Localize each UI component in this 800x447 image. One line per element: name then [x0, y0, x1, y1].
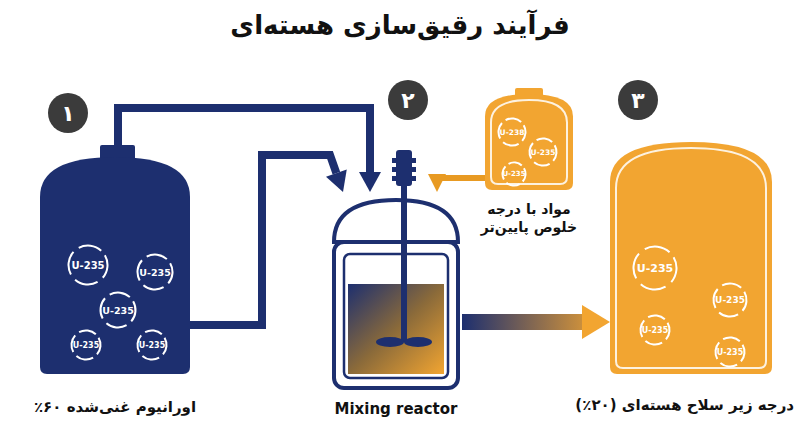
dashed-ring — [61, 238, 114, 291]
arrow-head — [326, 169, 347, 192]
dashed-ring — [66, 325, 106, 365]
mixing-reactor: Mixing reactor — [330, 192, 462, 392]
dashed-ring — [525, 134, 562, 171]
diagram-title: فرآیند رقیق‌سازی هسته‌ای — [0, 10, 800, 40]
dashed-ring — [494, 114, 531, 151]
connector-line — [190, 155, 336, 325]
isotope-label: U-235 — [501, 161, 527, 187]
isotope-label: U-235 — [714, 336, 746, 368]
feed-tank: مواد با درجه خلوص پایین‌ترU-238U-235U-23… — [485, 88, 573, 190]
arrow-head — [582, 305, 610, 339]
impeller-blade — [376, 337, 404, 347]
tank-body — [40, 157, 190, 374]
isotope-icon: U-235 — [136, 329, 168, 361]
isotope-label: U-235 — [528, 137, 558, 167]
reactor-lid — [334, 200, 458, 242]
callout-number: ۱ — [48, 93, 88, 133]
isotope-icon: U-238 — [497, 117, 527, 147]
reactor-outline — [330, 192, 462, 392]
isotope-label: U-235 — [70, 329, 102, 361]
dashed-ring — [132, 325, 172, 365]
impeller-blade — [404, 337, 432, 347]
isotope-label: U-235 — [136, 329, 168, 361]
isotope-icon: U-235 — [639, 314, 671, 346]
dashed-ring — [707, 277, 752, 322]
flow-connector — [190, 155, 347, 325]
motor-fin — [392, 158, 416, 163]
dashed-ring — [131, 248, 179, 296]
motor-fin — [392, 167, 416, 172]
arrow-head — [359, 172, 381, 192]
tank-outline — [40, 145, 190, 374]
tank-body — [485, 94, 573, 190]
isotope-label: U-235 — [136, 253, 174, 291]
dashed-ring — [498, 158, 529, 189]
storage-tank: اورانیوم غنی‌شده ۶۰٪U-235U-235U-235U-235… — [40, 145, 190, 374]
isotope-icon: U-235 — [714, 336, 746, 368]
tank-outline — [485, 88, 573, 190]
isotope-icon: U-235 — [70, 329, 102, 361]
isotope-label: U-235 — [639, 314, 671, 346]
connector-line — [462, 314, 582, 330]
isotope-icon: U-235 — [67, 244, 109, 286]
motor-fin — [392, 176, 416, 181]
tank-body — [610, 142, 772, 374]
dashed-ring — [626, 239, 685, 298]
isotope-label: U-235 — [712, 282, 748, 318]
isotope-icon: U-235 — [99, 291, 137, 329]
reactor-inner-wall — [344, 254, 448, 378]
isotope-icon: U-235 — [712, 282, 748, 318]
isotope-label: U-235 — [99, 291, 137, 329]
mixer-motor — [392, 150, 416, 196]
arrow-head — [428, 174, 446, 192]
isotope-icon: U-235 — [136, 253, 174, 291]
isotope-icon: U-235 — [528, 137, 558, 167]
node-caption: اورانیوم غنی‌شده ۶۰٪ — [34, 398, 196, 416]
reactor-shell — [334, 242, 458, 388]
callout-number: ۲ — [388, 80, 428, 120]
stirrer-shaft — [401, 192, 407, 342]
tank-inner-line — [616, 148, 766, 368]
dashed-ring — [635, 310, 675, 350]
tank-outline — [610, 142, 772, 374]
isotope-icon: U-235 — [501, 161, 527, 187]
dashed-ring — [94, 286, 142, 334]
isotope-label: U-235 — [632, 245, 678, 291]
callout-number: ۳ — [618, 80, 658, 120]
product-tank: درجه زیر سلاح هسته‌ای (۲۰٪)U-235U-235U-2… — [610, 142, 772, 374]
flow-connector — [462, 305, 610, 339]
isotope-icon: U-235 — [632, 245, 678, 291]
isotope-label: U-238 — [497, 117, 527, 147]
flow-connector — [428, 174, 485, 192]
reactor-liquid — [348, 284, 444, 374]
node-caption: درجه زیر سلاح هسته‌ای (۲۰٪) — [575, 396, 794, 414]
dashed-ring — [710, 332, 750, 372]
node-caption: Mixing reactor — [335, 400, 458, 418]
isotope-label: U-235 — [67, 244, 109, 286]
node-caption: مواد با درجه خلوص پایین‌تر — [470, 200, 588, 236]
